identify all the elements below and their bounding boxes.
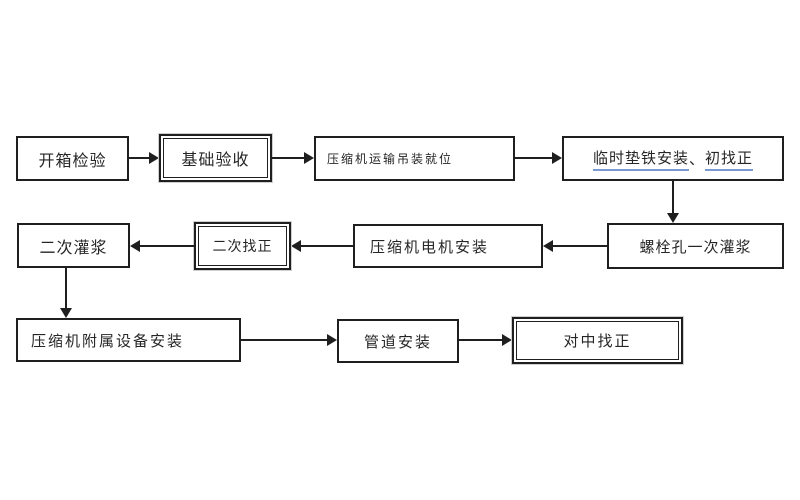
- flow-box-pipeline-installation: 管道安装: [337, 319, 459, 363]
- flow-box-label: 螺栓孔一次灌浆: [639, 237, 752, 256]
- flow-box-bolt-hole-first-grouting: 螺栓孔一次灌浆: [607, 223, 784, 269]
- flow-box-centering-alignment: 对中找正: [512, 317, 683, 364]
- arrow-shim-to-grouting: [667, 181, 679, 223]
- underlined-text-part2: 初找正: [705, 147, 754, 171]
- flow-box-second-alignment: 二次找正: [194, 222, 291, 270]
- underlined-text-part1: 临时垫铁安装: [592, 147, 689, 171]
- flow-box-foundation-acceptance: 基础验收: [159, 134, 272, 182]
- flow-box-label: 开箱检验: [38, 150, 107, 170]
- arrow-second-grouting-to-auxiliary: [60, 268, 72, 318]
- flow-box-second-grouting: 二次灌浆: [17, 223, 130, 268]
- flow-box-label: 二次找正: [212, 239, 273, 255]
- arrow-motor-to-second-alignment: [291, 240, 353, 252]
- flow-box-label: 对中找正: [563, 332, 632, 350]
- separator-text: 、: [688, 150, 705, 168]
- flow-box-temp-shim-alignment: 临时垫铁安装、初找正: [562, 136, 784, 181]
- flow-box-label: 管道安装: [363, 332, 432, 351]
- arrow-second-alignment-to-second-grouting: [130, 240, 194, 252]
- flow-box-unpacking-inspection: 开箱检验: [16, 136, 129, 181]
- arrow-foundation-to-transport: [272, 152, 314, 164]
- arrow-auxiliary-to-pipeline: [241, 334, 337, 346]
- flow-box-motor-installation: 压缩机电机安装: [353, 224, 543, 268]
- arrow-pipeline-to-centering: [459, 334, 512, 346]
- flow-box-auxiliary-equipment-installation: 压缩机附属设备安装: [16, 318, 241, 362]
- arrow-transport-to-shim: [515, 152, 562, 164]
- flow-box-label: 压缩机电机安装: [370, 237, 490, 256]
- double-border-inner: 二次找正: [198, 226, 287, 266]
- flow-box-label: 压缩机运输吊装就位: [327, 152, 454, 166]
- flow-box-label: 基础验收: [181, 150, 250, 169]
- double-border-inner: 基础验收: [163, 138, 268, 178]
- double-border-inner: 对中找正: [516, 321, 679, 360]
- arrow-grouting-to-motor: [543, 240, 607, 252]
- flow-box-label: 压缩机附属设备安装: [31, 331, 185, 350]
- flow-box-label: 二次灌浆: [39, 237, 108, 257]
- arrow-unpacking-to-foundation: [129, 152, 159, 164]
- flow-box-transport-hoisting: 压缩机运输吊装就位: [314, 136, 515, 181]
